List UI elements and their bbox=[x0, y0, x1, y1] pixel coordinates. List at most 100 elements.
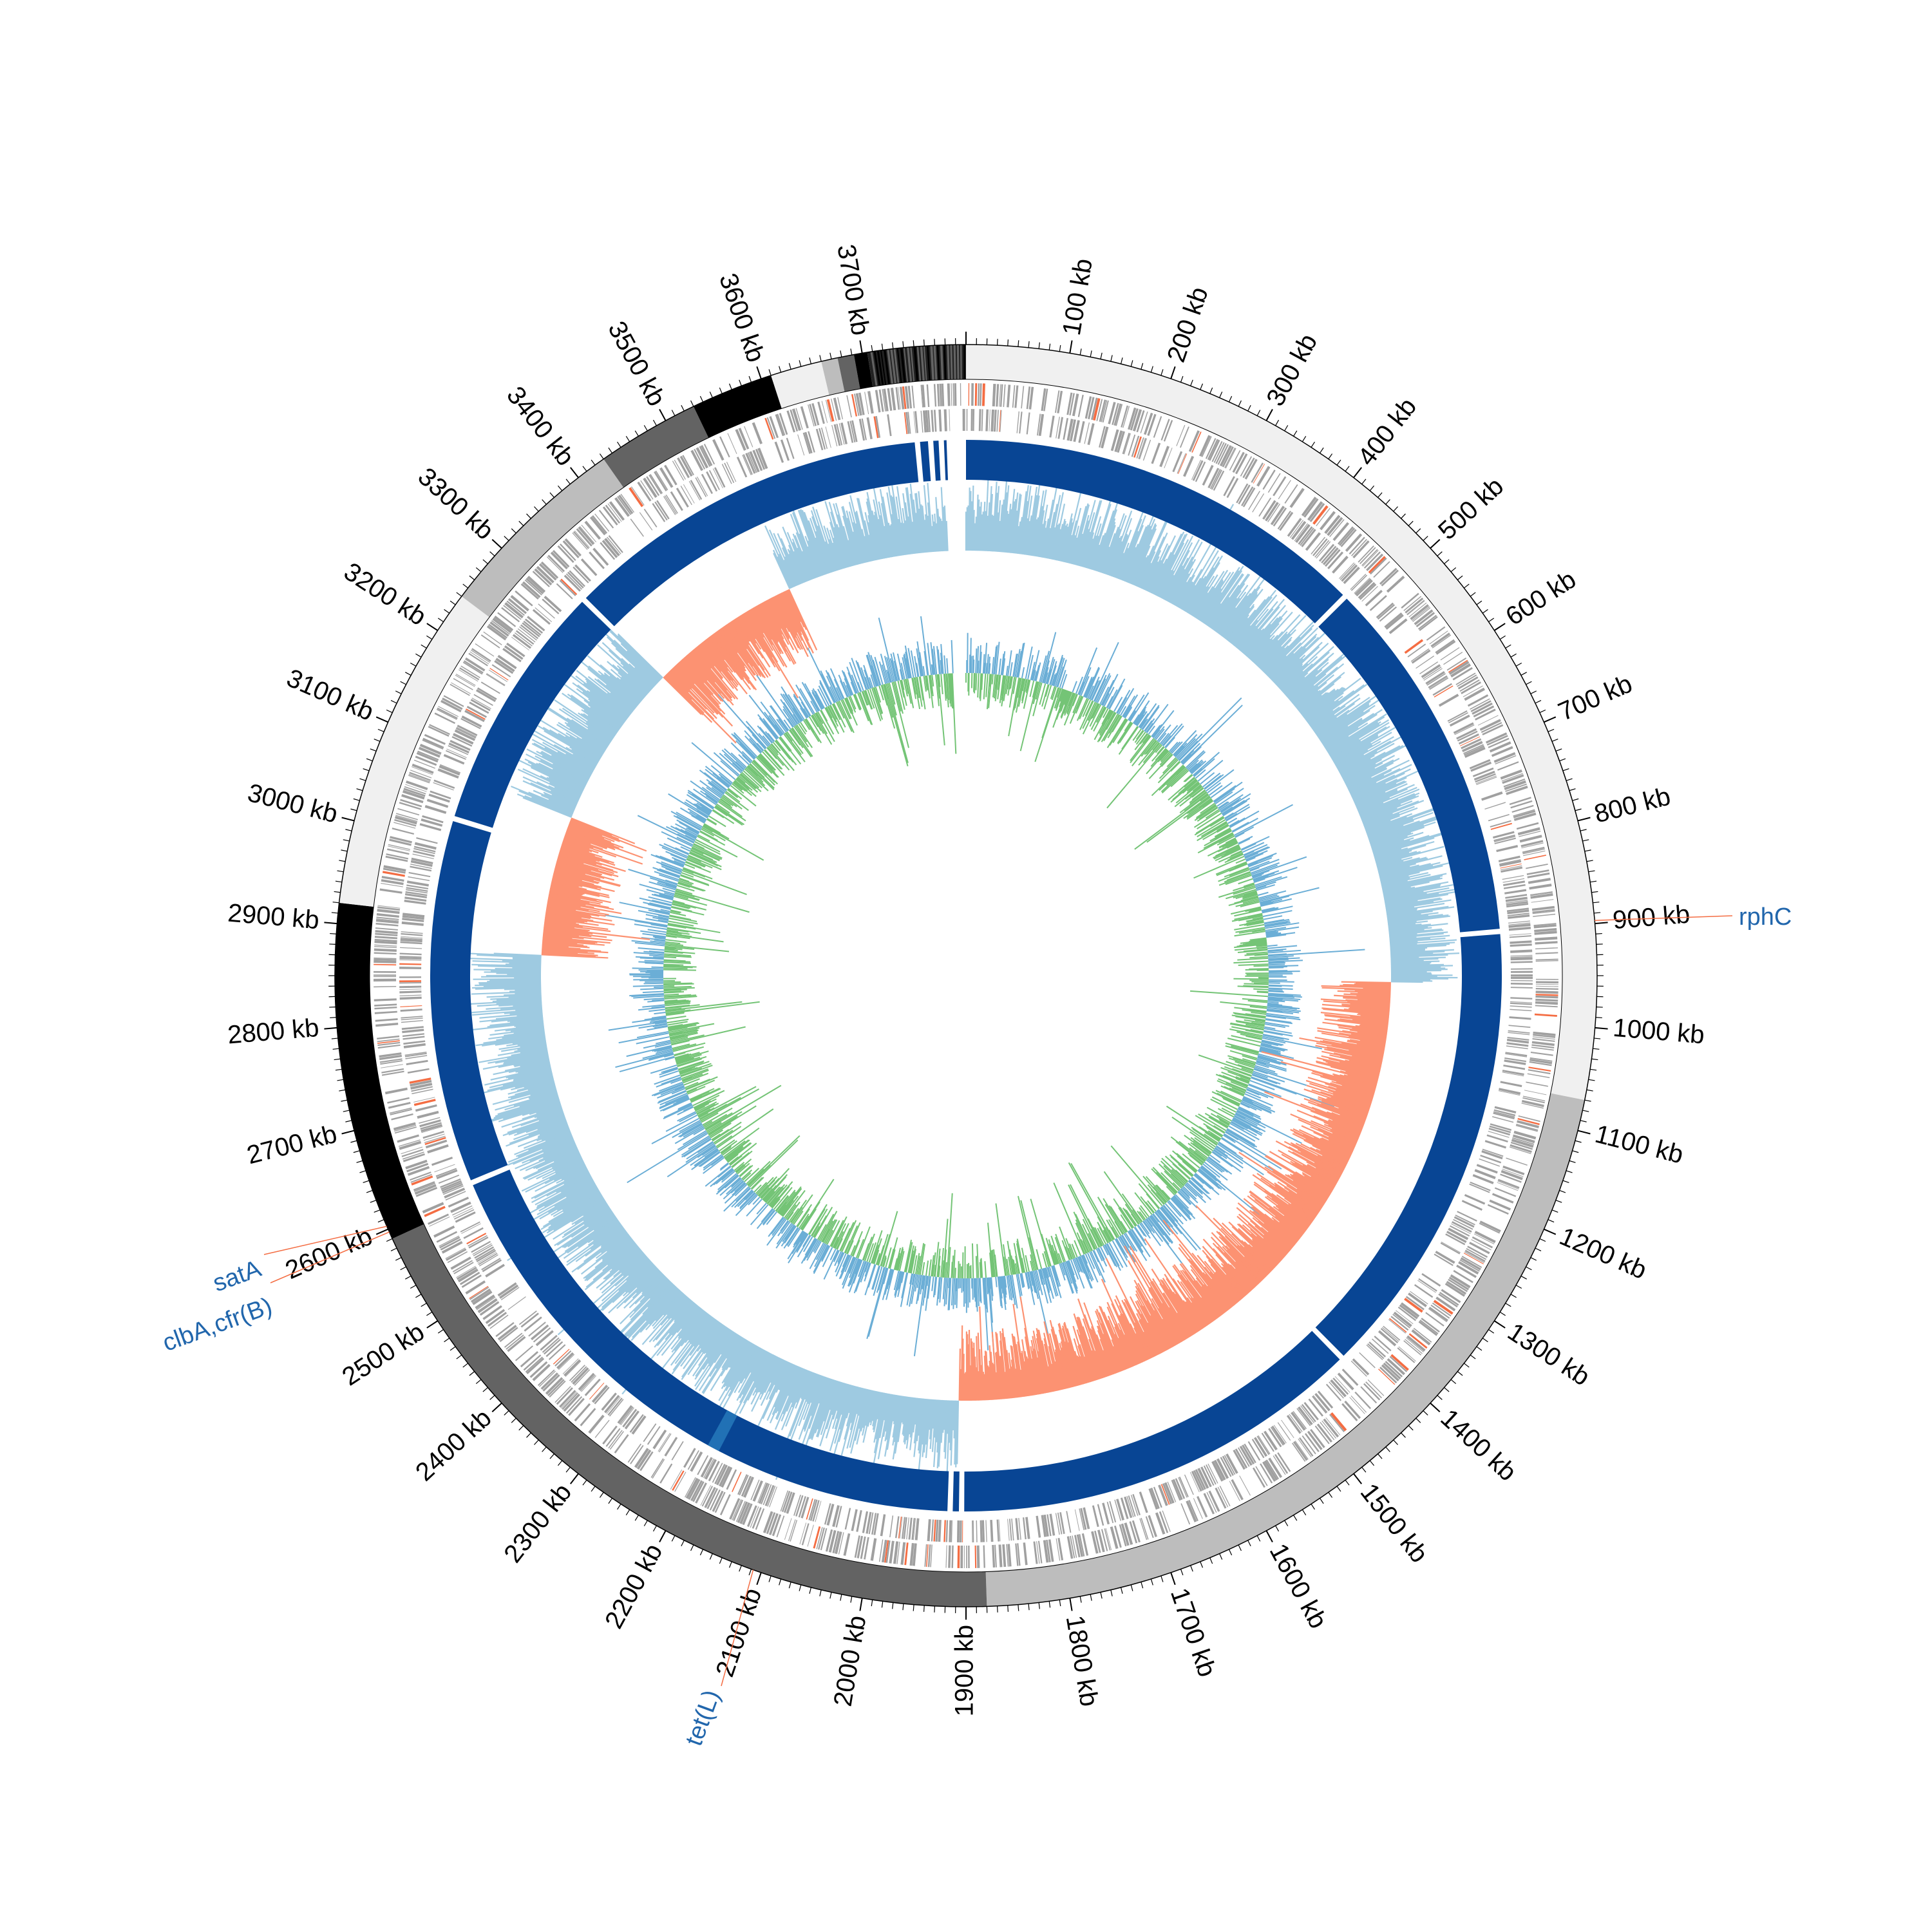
gc-skew-bar bbox=[840, 1255, 851, 1279]
gc-content-bar bbox=[1195, 569, 1229, 619]
gc-content-bar bbox=[544, 1179, 594, 1208]
gc-content-bar bbox=[1321, 1103, 1367, 1121]
gc-skew-bar bbox=[837, 1252, 844, 1265]
gc-skew-bar bbox=[1200, 1146, 1211, 1155]
gc-content-bar bbox=[902, 1396, 908, 1425]
gc-skew-bar bbox=[789, 729, 804, 748]
gc-skew-bar bbox=[1193, 1174, 1204, 1184]
gc-content-bar bbox=[1247, 1195, 1302, 1238]
gc-content-bar bbox=[507, 1112, 564, 1133]
gc-skew-bar bbox=[681, 1122, 702, 1135]
gc-skew-bar bbox=[1160, 1172, 1180, 1191]
gc-skew-bar bbox=[1238, 928, 1265, 934]
gc-skew-bar bbox=[1258, 894, 1278, 900]
gc-content-bar bbox=[582, 691, 625, 724]
gc-skew-bar bbox=[1043, 1267, 1047, 1278]
gc-content-bar bbox=[1226, 603, 1255, 641]
gc-content-bar bbox=[992, 1364, 997, 1400]
gc-skew-bar bbox=[667, 930, 690, 935]
gc-content-bar bbox=[475, 983, 542, 987]
gc-skew-bar bbox=[1262, 907, 1279, 913]
gc-content-bar bbox=[781, 592, 802, 632]
gc-content-bar bbox=[545, 909, 592, 918]
gc-skew-bar bbox=[1075, 1219, 1091, 1252]
gc-skew-bar bbox=[1220, 1066, 1251, 1079]
gc-content-bar bbox=[562, 842, 590, 853]
gc-skew-bar bbox=[1204, 1112, 1229, 1128]
gc-skew-bar bbox=[1083, 1254, 1088, 1264]
gc-content-bar bbox=[1328, 1136, 1355, 1150]
gc-content-bar bbox=[1334, 994, 1391, 999]
gc-content-bar bbox=[1010, 1366, 1016, 1398]
gc-content-bar bbox=[1209, 1271, 1237, 1305]
gc-content-bar bbox=[1211, 1232, 1260, 1283]
gc-skew-bar bbox=[936, 1277, 940, 1306]
gc-content-bar bbox=[479, 982, 542, 985]
gc-skew-bar bbox=[911, 1249, 916, 1274]
gc-content-bar bbox=[1347, 1074, 1378, 1084]
gc-content-bar bbox=[1331, 1112, 1365, 1126]
gc-skew-bar bbox=[1251, 1012, 1267, 1016]
gc-content-bar bbox=[504, 1029, 545, 1037]
gc-content-bar bbox=[1363, 813, 1394, 826]
gc-skew-bar bbox=[882, 1257, 887, 1267]
gc-skew-bar bbox=[726, 1179, 743, 1195]
gc-content-bar bbox=[1047, 1366, 1055, 1392]
gc-content-bar bbox=[1134, 1322, 1153, 1358]
gc-content-bar bbox=[998, 504, 1003, 553]
gc-content-bar bbox=[1256, 1235, 1283, 1260]
gc-content-bar bbox=[1388, 928, 1443, 935]
gc-content-bar bbox=[1011, 1346, 1019, 1398]
gc-skew-bar bbox=[1259, 1050, 1282, 1057]
gc-content-bar bbox=[755, 1354, 773, 1388]
gc-skew-bar bbox=[1170, 1156, 1193, 1177]
gc-skew-bar bbox=[674, 1046, 705, 1056]
gc-content-bar bbox=[1029, 495, 1040, 556]
gc-skew-bar bbox=[1134, 730, 1144, 743]
gc-content-bar bbox=[1321, 1137, 1353, 1153]
gc-content-bar bbox=[621, 658, 654, 688]
gc-skew-bar bbox=[1068, 1184, 1100, 1248]
gc-skew-bar bbox=[669, 1028, 697, 1036]
gc-content-bar bbox=[781, 1368, 804, 1422]
gc-content-bar bbox=[557, 856, 614, 875]
gc-skew-bar bbox=[1267, 1001, 1279, 1003]
gc-content-bar bbox=[1285, 658, 1329, 697]
gc-skew-bar bbox=[1254, 1066, 1278, 1075]
gc-skew-bar bbox=[1104, 1244, 1118, 1267]
gc-skew-bar bbox=[638, 969, 664, 971]
gc-skew-bar bbox=[703, 1155, 723, 1171]
gc-content-bar bbox=[1388, 923, 1448, 931]
gc-skew-bar bbox=[1234, 1115, 1266, 1133]
gc-skew-bar bbox=[1015, 1256, 1019, 1274]
gc-skew-bar bbox=[916, 676, 923, 707]
gc-skew-bar bbox=[1032, 1270, 1050, 1338]
gc-content-bar bbox=[923, 1399, 930, 1453]
gc-skew-bar bbox=[1224, 871, 1251, 883]
gc-skew-bar bbox=[1265, 932, 1278, 935]
gc-content-bar bbox=[1291, 1175, 1329, 1200]
gc-skew-bar bbox=[1150, 1215, 1171, 1243]
gc-skew-bar bbox=[1262, 905, 1293, 914]
gc-skew-bar bbox=[818, 685, 830, 706]
gc-skew-bar bbox=[787, 1228, 800, 1247]
gc-content-bar bbox=[642, 1282, 674, 1315]
gc-skew-bar bbox=[1193, 758, 1215, 777]
gc-content-bar bbox=[1296, 1188, 1324, 1207]
gc-content-bar bbox=[1322, 1039, 1385, 1053]
gc-content-bar bbox=[583, 1229, 627, 1262]
gc-skew-bar bbox=[995, 1203, 1007, 1276]
gc-skew-bar bbox=[986, 674, 991, 710]
gc-content-bar bbox=[1150, 558, 1168, 593]
gc-skew-bar bbox=[1160, 1206, 1178, 1227]
gc-skew-bar bbox=[1220, 793, 1251, 813]
gc-content-bar bbox=[472, 960, 542, 964]
gc-skew-bar bbox=[1252, 1072, 1268, 1079]
gc-skew-bar bbox=[1247, 918, 1264, 923]
gc-content-bar bbox=[1121, 547, 1137, 581]
gc-skew-bar bbox=[1224, 1066, 1252, 1077]
gc-content-bar bbox=[677, 1307, 702, 1337]
gc-content-bar bbox=[762, 601, 784, 639]
gc-content-bar bbox=[590, 1225, 623, 1250]
gc-skew-bar bbox=[1200, 1166, 1222, 1183]
